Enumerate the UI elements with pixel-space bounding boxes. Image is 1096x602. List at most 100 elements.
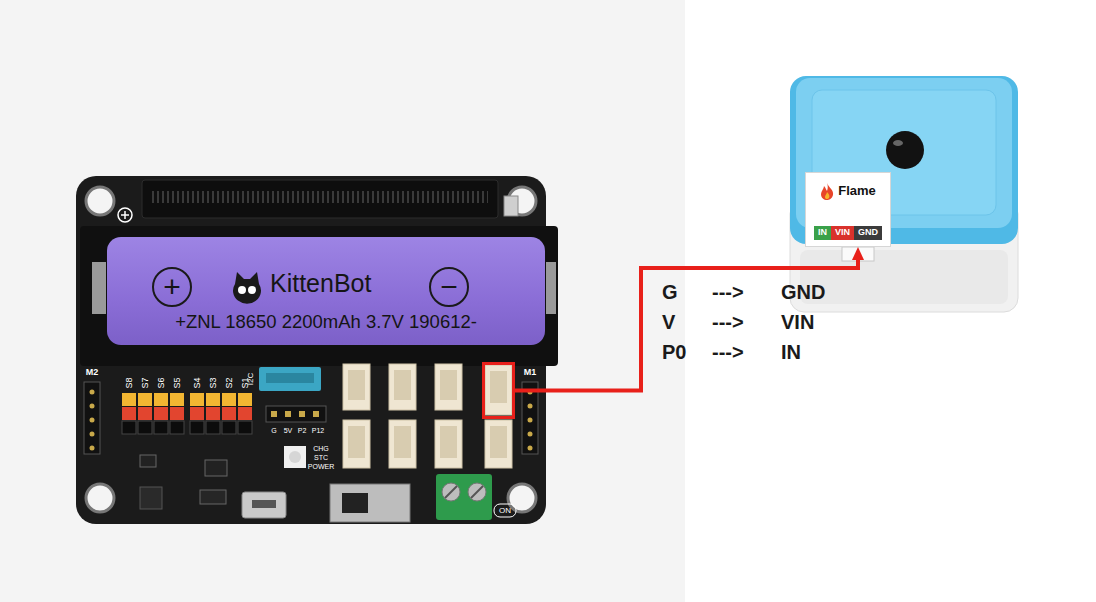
servo-ground-pin [122, 421, 136, 434]
sensor-ports [343, 364, 512, 468]
servo-ground-pin [154, 421, 168, 434]
sensor-port [435, 420, 462, 468]
servo-power-pin [222, 407, 236, 420]
pin-name: G [271, 427, 276, 434]
servo-power-pin [206, 407, 220, 420]
module-cap-face [812, 90, 996, 215]
rgb-led-lens [289, 451, 301, 463]
screw-slot [445, 486, 457, 498]
power-switch [330, 484, 410, 522]
port-slot [440, 426, 457, 458]
port-slot [440, 370, 457, 400]
header-pin [271, 411, 277, 417]
servo-pin-name: S8 [125, 377, 134, 388]
port-slot [490, 371, 507, 403]
port-name: I2C [247, 373, 255, 385]
header-pin [90, 446, 95, 451]
screw-terminal [436, 474, 492, 520]
pin-name: P0 [662, 342, 686, 362]
chip [140, 455, 156, 467]
switch-slider [342, 493, 368, 513]
pin-name: IN [814, 226, 831, 240]
pin-name: P2 [298, 427, 307, 434]
servo-pin-name: S2 [225, 377, 234, 388]
module-label-strip: FlameINVINGND [805, 172, 891, 247]
servo-power-pin [122, 407, 136, 420]
indicator-name: CHG [313, 445, 329, 452]
motor-header [84, 382, 100, 454]
pin-name: GND [854, 226, 882, 240]
header-pin [285, 411, 291, 417]
indicator-name: STC [314, 454, 328, 461]
highlighted-port [482, 362, 515, 419]
negative-symbol: − [429, 267, 469, 307]
servo-power-pin [138, 407, 152, 420]
motor-header [522, 382, 538, 454]
connectors [515, 256, 858, 391]
pin-name: GND [781, 282, 825, 302]
brand-name: KittenBot [270, 271, 371, 296]
screw-slot [471, 486, 483, 498]
sensor-port [485, 420, 512, 468]
mapping-arrow: ---> [712, 342, 744, 362]
pin-row: INVINGND [814, 226, 882, 240]
usb-opening [252, 500, 276, 508]
header-pin [90, 418, 95, 423]
logo-eye [238, 286, 246, 294]
mounting-hole [86, 187, 114, 215]
servo-ground-pin [238, 421, 252, 434]
servo-signal-pin [122, 393, 136, 406]
switch-marking: ON [499, 507, 511, 515]
servo-signal-pin [154, 393, 168, 406]
flame-icon [820, 183, 834, 200]
servo-power-pin [190, 407, 204, 420]
flame-shape [821, 183, 833, 200]
on-marker [494, 504, 516, 517]
edge-connector [142, 180, 498, 218]
chip [205, 460, 227, 476]
header-pin [90, 390, 95, 395]
plus-mark [118, 208, 132, 222]
servo-headers [122, 393, 252, 434]
servo-signal-pin [206, 393, 220, 406]
servo-ground-pin [206, 421, 220, 434]
header-pin [528, 418, 533, 423]
port-slot [490, 426, 507, 458]
mapping-arrow: ---> [712, 312, 744, 332]
positive-symbol: + [152, 267, 192, 307]
flame-core [825, 192, 829, 199]
indicator-name: POWER [308, 463, 334, 470]
servo-pin-name: S3 [209, 377, 218, 388]
battery-contact [546, 262, 556, 314]
sensor-port [389, 420, 416, 468]
mapping-arrow: ---> [712, 282, 744, 302]
battery-spec: +ZNL 18650 2200mAh 3.7V 190612- [107, 313, 545, 331]
reset-button [504, 196, 518, 216]
servo-signal-pin [138, 393, 152, 406]
i2c-connector [259, 367, 321, 391]
pin-name: IN [781, 342, 801, 362]
battery-holder [80, 226, 558, 366]
port-slot [394, 370, 411, 400]
header-pin [528, 404, 533, 409]
sensor-port [343, 364, 370, 410]
servo-ground-pin [138, 421, 152, 434]
header-pin [90, 432, 95, 437]
servo-signal-pin [222, 393, 236, 406]
header-pin [90, 404, 95, 409]
sensor-port [435, 364, 462, 410]
servo-ground-pin [222, 421, 236, 434]
terminal-screw [442, 483, 460, 501]
plus-mark [124, 211, 126, 219]
header-name: M1 [524, 368, 537, 377]
rgb-led [284, 446, 306, 468]
servo-ground-pin [170, 421, 184, 434]
pin-name: 5V [284, 427, 293, 434]
sensor-port [343, 420, 370, 468]
header-pin [299, 411, 305, 417]
header-pin [313, 411, 319, 417]
port-slot [348, 426, 365, 458]
servo-pin-name: S6 [157, 377, 166, 388]
servo-power-pin [154, 407, 168, 420]
pin-name: P12 [312, 427, 324, 434]
